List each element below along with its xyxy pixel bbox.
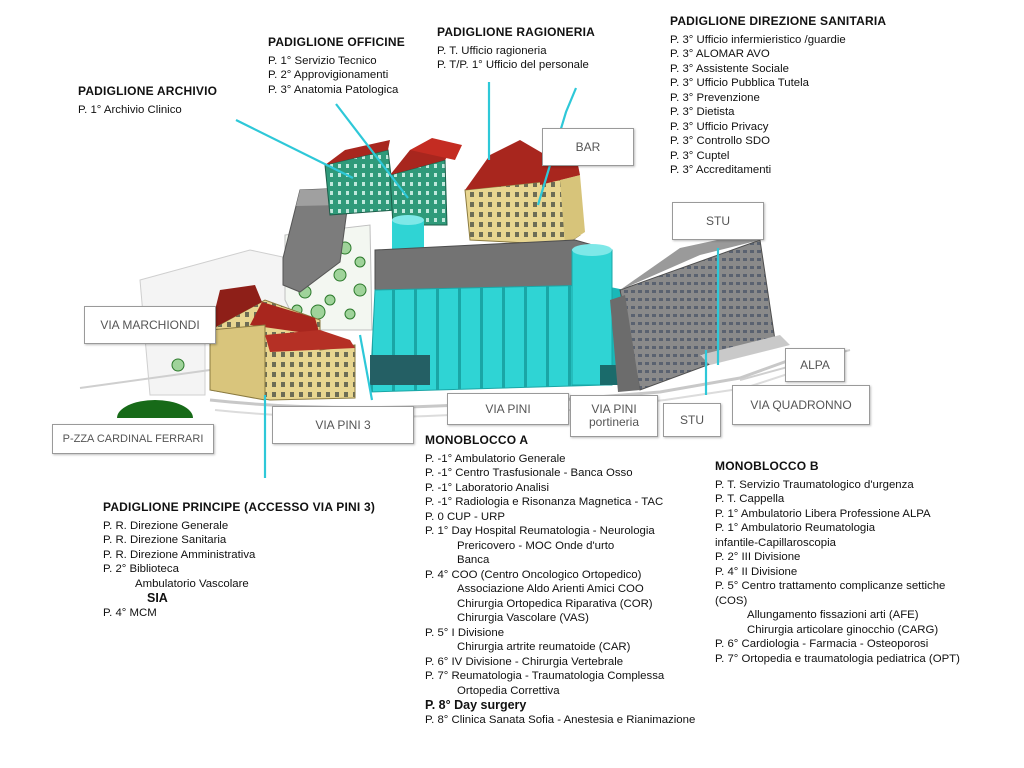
monoblocco-a-line: P. 8° Clinica Sanata Sofia - Anestesia e…	[425, 713, 696, 726]
officine-line: P. 2° Approvigionamenti	[268, 69, 389, 81]
ragioneria-title: PADIGLIONE RAGIONERIA	[437, 25, 595, 39]
label-pzza-cardinal-ferrari: P-ZZA CARDINAL FERRARI	[52, 424, 214, 454]
block-padiglione-archivio: PADIGLIONE ARCHIVIO P. 1° Archivio Clini…	[78, 84, 217, 117]
road-left	[79, 369, 211, 389]
monoblocco-b-line: P. 2° III Divisione	[715, 551, 801, 563]
label-bar: BAR	[542, 128, 634, 166]
label-stu-top: STU	[672, 202, 764, 240]
principe-line-sia: SIA	[147, 591, 168, 605]
monoblocco-b-line: P. 5° Centro trattamento complicanze set…	[715, 580, 946, 592]
monoblocco-b-line: P. 4° II Divisione	[715, 565, 798, 578]
monoblocco-b-line: (COS)	[715, 594, 748, 607]
monoblocco-b-line: infantile-Capillaroscopia	[715, 536, 836, 549]
monoblocco-a-line: P. -1° Laboratorio Analisi	[425, 481, 550, 494]
officine-line: P. 3° Anatomia Patologica	[268, 83, 399, 96]
archivio-title: PADIGLIONE ARCHIVIO	[78, 84, 218, 98]
block-padiglione-principe: PADIGLIONE PRINCIPE (ACCESSO VIA PINI 3)…	[103, 500, 375, 620]
monoblocco-a-line: P. 7° Reumatologia - Traumatologia Compl…	[425, 670, 665, 682]
label-via-marchiondi: VIA MARCHIONDI	[84, 306, 216, 344]
monoblocco-a-line: Chirurgia artrite reumatoide (CAR)	[457, 641, 631, 653]
monoblocco-b-line: P. 6° Cardiologia - Farmacia - Osteoporo…	[715, 638, 929, 650]
direzione-line: P. 3° Accreditamenti	[670, 164, 772, 176]
label-via-pini-portineria: VIA PINI portineria	[570, 395, 658, 437]
monoblocco-b	[619, 239, 776, 391]
monoblocco-a-line: P. 4° COO (Centro Oncologico Ortopedico)	[425, 568, 642, 581]
direzione-line: P. 3° Controllo SDO	[670, 135, 770, 147]
block-monoblocco-a: MONOBLOCCO A P. -1° Ambulatorio Generale…	[425, 433, 695, 727]
principe-title: PADIGLIONE PRINCIPE (ACCESSO VIA PINI 3)	[103, 500, 376, 514]
monoblocco-b-line: P. T. Cappella	[715, 493, 785, 505]
monoblocco-a-line: Chirurgia Vascolare (VAS)	[457, 612, 589, 624]
monoblocco-b-title: MONOBLOCCO B	[715, 459, 819, 473]
ragioneria-line: P. T/P. 1° Ufficio del personale	[437, 59, 589, 71]
monoblocco-a-line: P. -1° Radiologia e Risonanza Magnetica …	[425, 496, 664, 508]
direzione-line: P. 3° Ufficio Pubblica Tutela	[670, 77, 810, 89]
direzione-line: P. 3° Assistente Sociale	[670, 62, 789, 75]
monoblocco-a-line: P. -1° Centro Trasfusionale - Banca Osso	[425, 467, 633, 479]
monoblocco-a-line: Associazione Aldo Arienti Amici COO	[457, 583, 644, 595]
principe-line: P. R. Direzione Amministrativa	[103, 548, 256, 561]
direzione-line: P. 3° Dietista	[670, 106, 735, 118]
ragioneria-line: P. T. Ufficio ragioneria	[437, 44, 547, 57]
label-via-pini: VIA PINI	[447, 393, 569, 425]
principe-line: P. 4° MCM	[103, 606, 157, 619]
via-pini-portineria-line1: VIA PINI	[591, 402, 637, 416]
direzione-line: P. 3° Prevenzione	[670, 91, 760, 104]
officine-title: PADIGLIONE OFFICINE	[268, 35, 405, 49]
monoblocco-b-line: P. 1° Ambulatorio Reumatologia	[715, 522, 876, 534]
direzione-title: PADIGLIONE DIREZIONE SANITARIA	[670, 14, 887, 28]
monoblocco-a-line: Prericovero - MOC Onde d'urto	[457, 539, 615, 552]
principe-line: P. R. Direzione Sanitaria	[103, 534, 227, 546]
monoblocco-a-line: P. 1° Day Hospital Reumatologia - Neurol…	[425, 525, 655, 537]
block-monoblocco-b: MONOBLOCCO B P. T. Servizio Traumatologi…	[715, 459, 960, 666]
monoblocco-a-line: P. -1° Ambulatorio Generale	[425, 452, 566, 465]
monoblocco-a-line-day-surgery: P. 8° Day surgery	[425, 698, 527, 712]
monoblocco-a-title: MONOBLOCCO A	[425, 433, 529, 447]
monoblocco-b-line: Chirurgia articolare ginocchio (CARG)	[747, 623, 939, 636]
principe-line: P. R. Direzione Generale	[103, 519, 229, 532]
label-stu-bottom: STU	[663, 403, 721, 437]
monoblocco-b-line: P. 1° Ambulatorio Libera Professione ALP…	[715, 507, 931, 520]
principe-line: P. 2° Biblioteca	[103, 563, 179, 575]
direzione-line: P. 3° ALOMAR AVO	[670, 48, 770, 60]
monoblocco-b-line: Allungamento fissazioni arti (AFE)	[747, 609, 919, 621]
label-via-quadronno: VIA QUADRONNO	[732, 385, 870, 425]
monoblocco-a-line: P. 5° I Divisione	[425, 626, 505, 639]
monoblocco-b-line: P. 7° Ortopedia e traumatologia pediatri…	[715, 652, 960, 665]
block-padiglione-ragioneria: PADIGLIONE RAGIONERIA P. T. Ufficio ragi…	[437, 25, 595, 73]
monoblocco-b-line: P. T. Servizio Traumatologico d'urgenza	[715, 478, 914, 491]
monoblocco-a-line: Chirurgia Ortopedica Riparativa (COR)	[457, 597, 653, 610]
label-via-pini-3: VIA PINI 3	[272, 406, 414, 444]
label-alpa: ALPA	[785, 348, 845, 382]
principe-line: Ambulatorio Vascolare	[135, 577, 249, 590]
officine-line: P. 1° Servizio Tecnico	[268, 54, 377, 67]
monoblocco-a-line: P. 6° IV Divisione - Chirurgia Vertebral…	[425, 655, 624, 668]
block-padiglione-direzione: PADIGLIONE DIREZIONE SANITARIA P. 3° Uff…	[670, 14, 886, 178]
direzione-line: P. 3° Ufficio Privacy	[670, 120, 769, 133]
block-padiglione-officine: PADIGLIONE OFFICINE P. 1° Servizio Tecni…	[268, 35, 405, 97]
monoblocco-a-line: Banca	[457, 554, 490, 566]
monoblocco-a-line: Ortopedia Correttiva	[457, 684, 560, 697]
monoblocco-a-line: P. 0 CUP - URP	[425, 510, 505, 523]
leader-lines	[235, 82, 720, 478]
direzione-line: P. 3° Cuptel	[670, 149, 730, 162]
archivio-line: P. 1° Archivio Clinico	[78, 103, 182, 116]
via-pini-portineria-line2: portineria	[588, 415, 640, 429]
direzione-line: P. 3° Ufficio infermieristico /guardie	[670, 33, 846, 46]
